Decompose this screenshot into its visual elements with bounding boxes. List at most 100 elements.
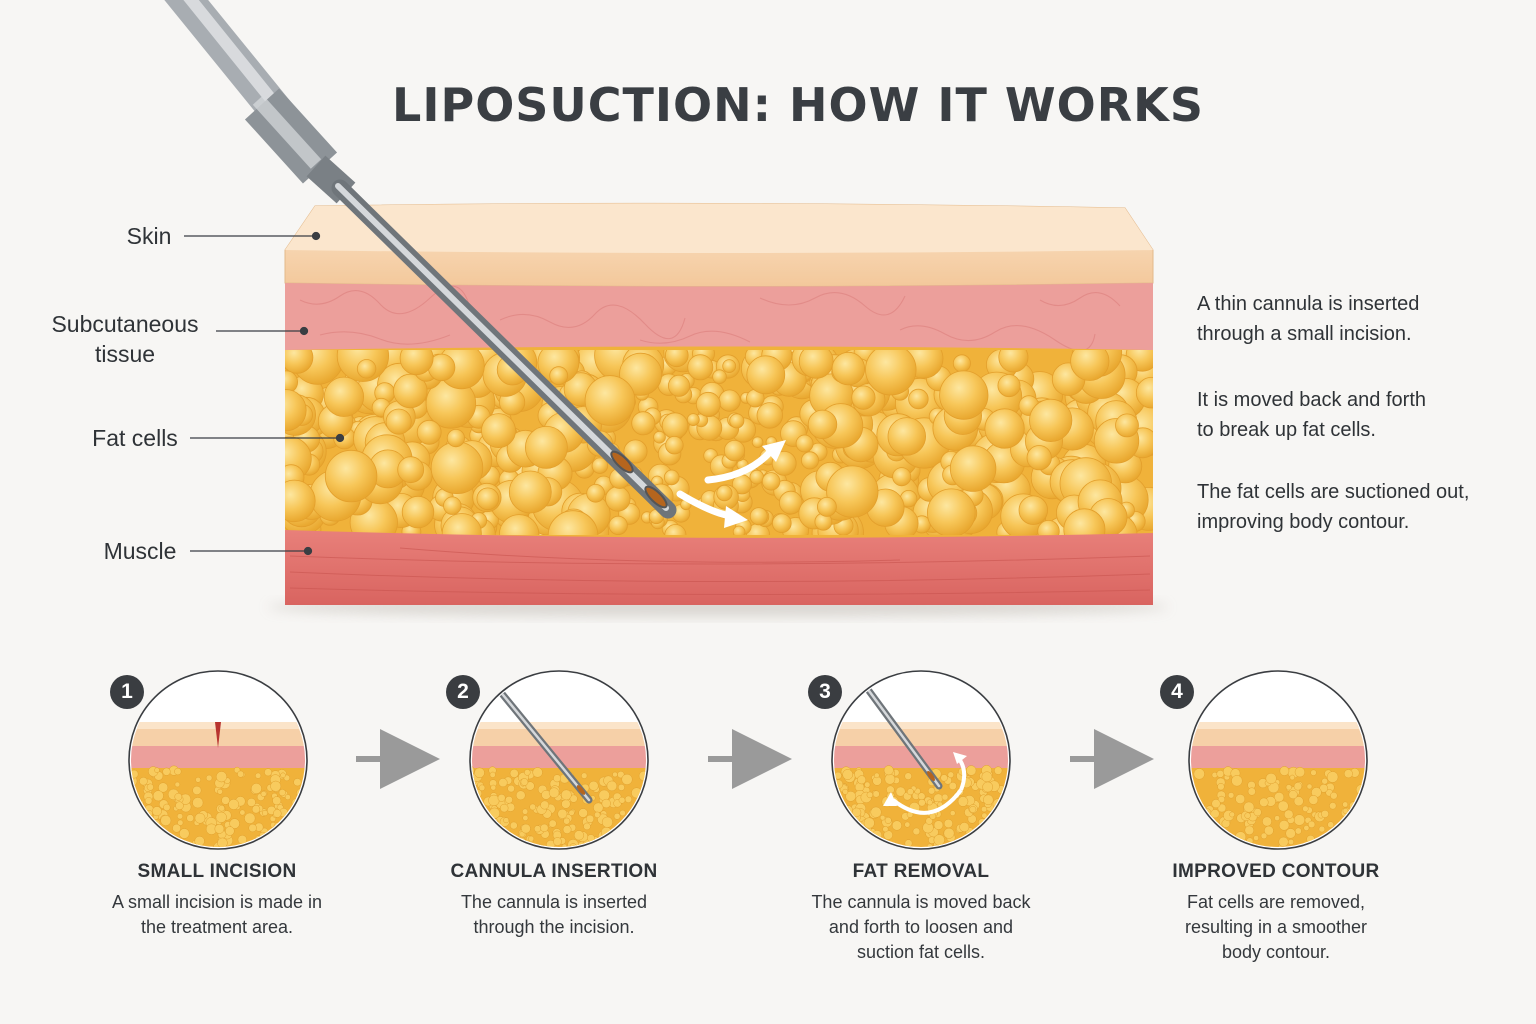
fat-cell <box>939 370 989 420</box>
fat-cell <box>430 441 484 494</box>
fat-cell <box>749 507 768 526</box>
label-leaders <box>184 231 345 556</box>
fat-cell <box>586 483 605 503</box>
fat-cell <box>722 359 737 374</box>
fat-cell <box>663 469 680 486</box>
fat-cell <box>385 408 412 435</box>
fat-cell <box>608 515 628 535</box>
fat-cell <box>397 456 425 484</box>
fat-cell <box>749 469 765 485</box>
fat-cell <box>778 490 803 515</box>
fat-cell <box>356 359 377 379</box>
side-note-1: A thin cannula is inserted through a sma… <box>1197 293 1420 345</box>
fat-cell <box>716 484 733 502</box>
fat-cell-cluster <box>285 350 1153 535</box>
fat-cell <box>668 374 691 397</box>
fat-cell <box>508 470 552 514</box>
fat-cell <box>324 449 378 503</box>
fat-cell <box>826 465 879 518</box>
fat-cell <box>285 479 316 523</box>
fat-cell <box>661 412 689 440</box>
fat-cell <box>761 472 781 491</box>
fat-cell <box>807 409 838 440</box>
fat-cell <box>686 413 700 427</box>
step-illustration-3 <box>831 670 1011 850</box>
fat-cell <box>712 369 727 385</box>
step-illustration-1 <box>128 670 308 850</box>
step-desc-3: The cannula is moved back and forth to l… <box>811 892 1031 962</box>
fat-cell <box>729 413 745 429</box>
fat-cell <box>723 439 746 462</box>
fat-cell <box>746 355 786 395</box>
fat-cell <box>949 445 997 492</box>
fat-cell <box>584 375 636 426</box>
fat-cell <box>998 350 1029 373</box>
step-number-1: 1 <box>110 675 144 709</box>
side-note-2: It is moved back and forth to break up f… <box>1197 389 1427 441</box>
fat-cell <box>771 450 797 476</box>
muscle-layer <box>285 530 1153 605</box>
fat-cell <box>1063 508 1106 535</box>
fat-cell <box>795 434 814 453</box>
step-title-1: SMALL INCISION <box>137 861 297 882</box>
fat-cell <box>1026 445 1052 471</box>
fat-cell <box>908 388 929 410</box>
fat-cell <box>285 389 307 432</box>
fat-cell <box>619 352 663 396</box>
fat-cell <box>446 428 465 448</box>
fat-cell <box>441 513 482 535</box>
fat-cell <box>695 391 721 417</box>
fat-cell <box>285 350 314 374</box>
fat-cell <box>393 373 428 409</box>
fat-cell <box>631 411 656 436</box>
layer-label-muscle: Muscle <box>103 538 177 564</box>
fat-cell <box>952 354 971 373</box>
side-note-3: The fat cells are suctioned out, improvi… <box>1197 481 1470 533</box>
fat-cell <box>984 408 1025 449</box>
step-desc-4: Fat cells are removed, resulting in a sm… <box>1184 892 1368 962</box>
fat-cell <box>323 376 364 417</box>
fat-cell <box>1135 377 1153 409</box>
fat-cell <box>751 436 764 449</box>
step-title-2: CANNULA INSERTION <box>450 861 658 882</box>
fat-cell <box>817 496 837 517</box>
fat-cell <box>997 374 1021 398</box>
fat-cell <box>401 495 435 529</box>
fat-cell <box>481 413 516 449</box>
fat-cell <box>591 457 609 474</box>
fat-cell <box>547 510 599 535</box>
step-illustration-4 <box>1188 670 1368 850</box>
fat-cell <box>1029 398 1073 442</box>
fat-cell <box>399 350 434 376</box>
step-number-3: 3 <box>808 675 842 709</box>
step-desc-2: The cannula is inserted through the inci… <box>460 892 648 937</box>
fat-cell <box>665 436 684 455</box>
fat-cell <box>801 451 820 470</box>
fat-cell <box>1018 495 1049 525</box>
step-title-4: IMPROVED CONTOUR <box>1172 861 1380 882</box>
step-desc-1: A small incision is made in the treatmen… <box>111 892 323 937</box>
fat-cell <box>605 486 631 512</box>
fat-cell <box>1070 350 1110 381</box>
fat-cell <box>499 514 540 535</box>
fat-cell <box>798 350 834 379</box>
step-number-4: 4 <box>1160 675 1194 709</box>
fat-cell <box>831 351 866 386</box>
fat-cell <box>525 425 568 469</box>
step-illustration-2 <box>469 670 649 850</box>
fat-cell <box>623 439 648 464</box>
layer-label-subcutaneous: Subcutaneous tissue <box>51 311 199 367</box>
layer-label-fat-cells: Fat cells <box>92 425 178 451</box>
fat-cell <box>771 513 792 533</box>
fat-cell <box>865 350 917 396</box>
fat-cell <box>887 417 926 456</box>
fat-cell <box>653 430 666 444</box>
fat-cell <box>549 366 569 386</box>
fat-cell <box>443 496 462 515</box>
fat-cell <box>892 467 912 487</box>
layer-label-skin: Skin <box>126 223 172 249</box>
step-title-3: FAT REMOVAL <box>852 861 990 882</box>
fat-cell <box>664 524 687 535</box>
step-number-2: 2 <box>446 675 480 709</box>
tissue-block <box>268 202 1168 617</box>
